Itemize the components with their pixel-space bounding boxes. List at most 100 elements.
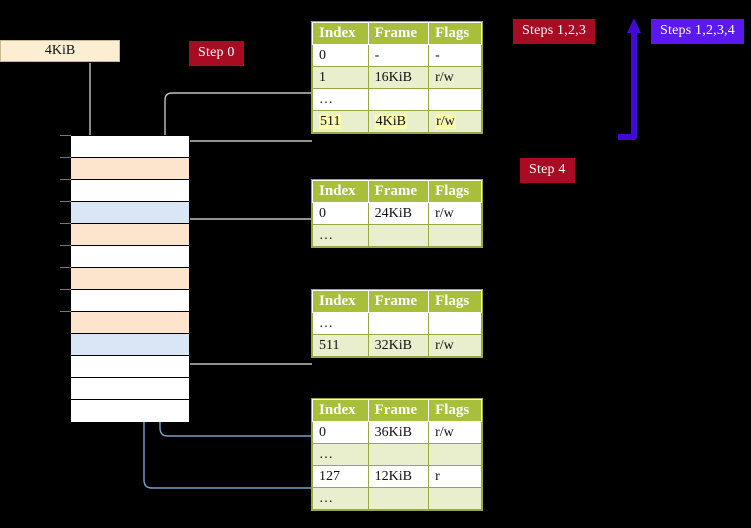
cell-index: 0 — [312, 44, 369, 67]
cell-index: … — [312, 312, 369, 335]
cell-index: 1 — [312, 66, 369, 89]
cell-index: … — [312, 443, 369, 466]
badge-steps-123-label: Steps 1,2,3 — [522, 23, 587, 38]
memory-block-4kib: 4KiB — [0, 40, 120, 62]
cell-flags: r/w — [428, 421, 482, 444]
cell-frame: 24KiB — [367, 202, 430, 225]
table-row: 511 4KiB r/w — [312, 110, 482, 133]
memory-block-label: 4KiB — [44, 43, 76, 58]
cell-index: … — [312, 487, 369, 510]
cell-flags — [428, 443, 482, 466]
memory-boundary-tick — [60, 245, 71, 246]
memory-frame-row — [71, 202, 189, 224]
column-header-index: Index — [312, 22, 369, 45]
cell-index: … — [312, 88, 369, 111]
memory-frame-row — [71, 334, 189, 356]
column-header-flags: Flags — [428, 290, 482, 313]
badge-steps-1234: Steps 1,2,3,4 — [651, 19, 744, 44]
badge-step-4: Step 4 — [520, 158, 575, 183]
column-header-flags: Flags — [428, 22, 482, 45]
memory-frame-row — [71, 356, 189, 378]
cell-flags — [428, 312, 482, 335]
memory-boundary-tick — [60, 223, 71, 224]
table-row: 0-- — [312, 44, 482, 67]
column-header-flags: Flags — [428, 399, 482, 422]
highlighted-value: 4KiB — [374, 113, 407, 129]
badge-step-0-label: Step 0 — [198, 45, 235, 60]
cell-flags: r — [428, 465, 482, 488]
badge-step-0: Step 0 — [189, 41, 244, 66]
memory-frame-row — [71, 246, 189, 268]
highlighted-value: 511 — [319, 113, 342, 129]
cell-flags: - — [428, 44, 482, 67]
memory-frame-row — [71, 290, 189, 312]
column-header-index: Index — [312, 290, 369, 313]
cell-frame — [367, 224, 430, 247]
column-header-index: Index — [312, 399, 369, 422]
cell-index: … — [312, 224, 369, 247]
cell-flags — [428, 224, 482, 247]
memory-frame-row — [71, 378, 189, 400]
physical-memory-grid — [70, 135, 190, 422]
cell-flags — [428, 88, 482, 111]
column-header-flags: Flags — [428, 180, 482, 203]
cell-index: 0 — [312, 421, 369, 444]
cell-frame: 12KiB — [367, 465, 430, 488]
memory-frame-row — [71, 224, 189, 246]
cell-frame: - — [367, 44, 430, 67]
memory-frame-row — [71, 400, 189, 422]
column-header-index: Index — [312, 180, 369, 203]
memory-frame-row — [71, 268, 189, 290]
memory-boundary-tick — [60, 267, 71, 268]
cell-flags — [428, 487, 482, 510]
cell-flags: r/w — [428, 110, 482, 133]
column-header-frame: Frame — [367, 290, 430, 313]
memory-frame-row — [71, 136, 189, 158]
highlighted-value: r/w — [435, 113, 456, 129]
table-row: … — [312, 224, 482, 247]
cell-flags: r/w — [428, 334, 482, 357]
cell-frame — [367, 487, 430, 510]
memory-boundary-tick — [60, 135, 71, 136]
column-header-frame: Frame — [367, 180, 430, 203]
cell-frame — [367, 312, 430, 335]
memory-boundary-tick — [60, 201, 71, 202]
memory-frame-row — [71, 158, 189, 180]
memory-frame-row — [71, 312, 189, 334]
badge-step-4-label: Step 4 — [529, 162, 566, 177]
cell-index: 511 — [312, 110, 369, 133]
cell-flags: r/w — [428, 66, 482, 89]
cell-index: 511 — [312, 334, 369, 357]
memory-boundary-tick — [60, 289, 71, 290]
memory-frame-row — [71, 180, 189, 202]
memory-boundary-tick — [60, 157, 71, 158]
column-header-frame: Frame — [367, 399, 430, 422]
table-row: … — [312, 443, 482, 466]
table-row: … — [312, 312, 482, 335]
cell-frame: 36KiB — [367, 421, 430, 444]
cell-frame: 32KiB — [367, 334, 430, 357]
table-row: … — [312, 487, 482, 510]
table-row: … — [312, 88, 482, 111]
cell-frame — [367, 88, 430, 111]
cell-index: 127 — [312, 465, 369, 488]
memory-boundary-tick — [60, 311, 71, 312]
badge-steps-123: Steps 1,2,3 — [513, 19, 596, 44]
memory-boundary-tick — [60, 179, 71, 180]
cell-index: 0 — [312, 202, 369, 225]
cell-flags: r/w — [428, 202, 482, 225]
badge-steps-1234-label: Steps 1,2,3,4 — [660, 23, 735, 38]
cell-frame: 4KiB — [367, 110, 430, 133]
column-header-frame: Frame — [367, 22, 430, 45]
cell-frame — [367, 443, 430, 466]
cell-frame: 16KiB — [367, 66, 430, 89]
